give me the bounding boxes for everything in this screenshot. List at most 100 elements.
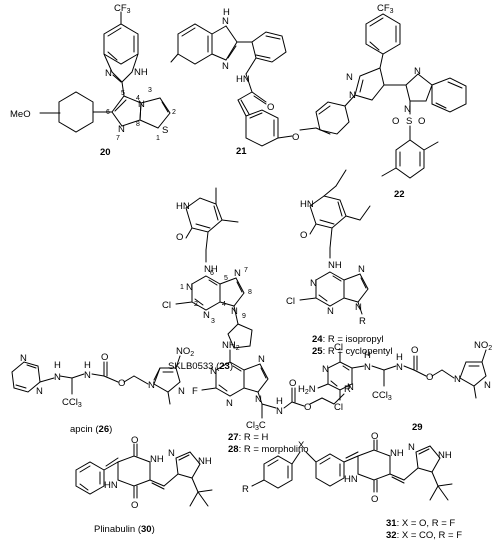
compound-21 bbox=[170, 23, 331, 147]
compound-30 bbox=[75, 443, 213, 507]
c20-position-1: 1 bbox=[156, 135, 160, 142]
c23-hn-label: HN bbox=[176, 201, 190, 212]
c26-no2-label: NO2 bbox=[176, 346, 194, 358]
c20-position-4: 4 bbox=[136, 95, 140, 102]
c21-carbonyl-o-label: O bbox=[267, 102, 274, 113]
c20-s-label: S bbox=[162, 125, 168, 136]
c29-h2n-label: H2N bbox=[298, 384, 316, 396]
c29-ester-o-label: O bbox=[426, 372, 433, 383]
c27-caption: 27: R = H bbox=[228, 432, 269, 443]
c31-n-label: N bbox=[408, 442, 415, 453]
c29-n-label: N bbox=[322, 364, 329, 375]
c29-n-label: N bbox=[396, 362, 403, 373]
c28-caption: 28: R = morpholino bbox=[228, 444, 309, 455]
c22-s-label: S bbox=[406, 116, 412, 127]
c29-no2-label: NO2 bbox=[474, 340, 492, 352]
c26-carbonyl-o-label: O bbox=[101, 352, 108, 363]
compound-29 bbox=[317, 349, 487, 401]
c20-n-label: N bbox=[138, 99, 145, 110]
c31-caption: 31: X = O, R = F bbox=[386, 518, 455, 529]
c26-n-label: N bbox=[54, 372, 61, 383]
c20-n-label: N bbox=[105, 68, 112, 79]
c22-n-label: N bbox=[349, 90, 356, 101]
c22-cf3-label: CF3 bbox=[377, 3, 394, 15]
c30-o-label: O bbox=[131, 435, 138, 446]
c31-r-label: R bbox=[242, 484, 249, 495]
c23-position-4: 4 bbox=[222, 301, 226, 308]
c27-nh2-label: NH2 bbox=[222, 340, 240, 352]
c24-n-label: N bbox=[358, 264, 365, 275]
c20-position-7: 7 bbox=[116, 135, 120, 142]
c31-nh-label: NH bbox=[438, 450, 452, 461]
c26-ccl3-label: CCl3 bbox=[62, 397, 82, 409]
compound-29-number: 29 bbox=[412, 422, 423, 433]
compound-22 bbox=[315, 13, 467, 179]
c23-n-label: N bbox=[231, 306, 238, 317]
c22-n-label: N bbox=[414, 66, 421, 77]
c25-caption: 25: R = cyclopentyl bbox=[312, 346, 393, 357]
c23-nh-label: NH bbox=[204, 264, 218, 275]
c23-position-2: 2 bbox=[194, 301, 198, 308]
c23-position-9: 9 bbox=[242, 313, 246, 320]
c24-nh-label: NH bbox=[328, 260, 342, 271]
c22-n-label: N bbox=[404, 104, 411, 115]
c23-n-label: N bbox=[203, 310, 210, 321]
c20-meo-label: MeO bbox=[10, 109, 31, 120]
c20-position-6: 6 bbox=[106, 109, 110, 116]
c26-h-label: H bbox=[84, 360, 91, 371]
c27-carbonyl-o-label: O bbox=[289, 378, 296, 389]
compound-20 bbox=[39, 11, 171, 133]
c21-n-label: N bbox=[222, 16, 229, 27]
compound-26 bbox=[11, 355, 181, 405]
c29-carbonyl-o-label: O bbox=[411, 345, 418, 356]
c20-cf3-label: CF3 bbox=[114, 3, 131, 15]
compound-22-number: 22 bbox=[394, 189, 405, 200]
c29-n-label: N bbox=[364, 362, 371, 373]
c24-r-label: R bbox=[359, 316, 366, 327]
c29-n-label: N bbox=[484, 380, 491, 391]
c24-caption: 24: R = isopropyl bbox=[312, 334, 384, 345]
c29-n-label: N bbox=[454, 374, 461, 385]
c23-cl-label: Cl bbox=[162, 300, 171, 311]
c27-f-label: F bbox=[192, 386, 198, 397]
c23-position-7: 7 bbox=[244, 267, 248, 274]
c31-nh-label: NH bbox=[390, 448, 404, 459]
c21-ether-o-label: O bbox=[292, 132, 299, 143]
c24-n-label: N bbox=[310, 278, 317, 289]
compound-24-25 bbox=[299, 169, 371, 315]
c27-r-label: R bbox=[344, 384, 351, 395]
c30-o-label: O bbox=[131, 500, 138, 511]
c23-name-label: SKLB0533 (23) bbox=[168, 361, 233, 372]
c26-name-label: apcin (26) bbox=[70, 424, 112, 435]
c20-position-5: 5 bbox=[121, 90, 125, 97]
c20-position-8: 8 bbox=[136, 121, 140, 128]
c30-nh-label: NH bbox=[198, 456, 212, 467]
c29-ccl3-label: CCl3 bbox=[372, 390, 392, 402]
c32-caption: 32: X = CO, R = F bbox=[386, 530, 462, 541]
c24-hn-label: HN bbox=[300, 199, 314, 210]
c26-n-label: N bbox=[178, 386, 185, 397]
c30-n-label: N bbox=[168, 448, 175, 459]
c24-o-label: O bbox=[300, 230, 307, 241]
c27-n-label: N bbox=[276, 406, 283, 417]
c27-n-label: N bbox=[210, 366, 217, 377]
atom-label-layer: CF3 NH N N N S MeO 5 4 3 2 1 6 7 8 20 H … bbox=[10, 3, 492, 541]
compound-23 bbox=[175, 187, 253, 349]
c21-h-label: H bbox=[223, 7, 230, 18]
c26-n-label: N bbox=[84, 370, 91, 381]
c30-name-label: Plinabulin (30) bbox=[94, 524, 155, 535]
compound-20-number: 20 bbox=[100, 147, 111, 158]
c24-n-label: N bbox=[355, 302, 362, 313]
c23-position-5: 5 bbox=[224, 275, 228, 282]
c22-n-label: N bbox=[346, 72, 353, 83]
c29-cl-label: Cl bbox=[334, 402, 343, 413]
c20-position-3: 3 bbox=[148, 87, 152, 94]
c20-position-2: 2 bbox=[172, 109, 176, 116]
c30-nh-label: NH bbox=[150, 454, 164, 465]
c29-cl-label: Cl bbox=[334, 342, 343, 353]
c20-nh-label: NH bbox=[134, 67, 148, 78]
c29-h-label: H bbox=[396, 352, 403, 363]
c27-h-label: H bbox=[276, 396, 283, 407]
